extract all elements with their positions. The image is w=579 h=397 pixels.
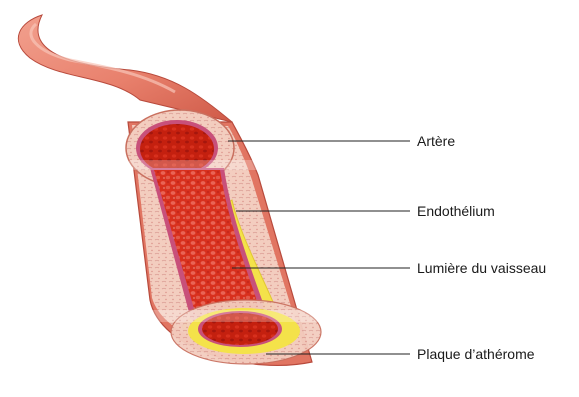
label-plaque-atherome: Plaque d’athérome (417, 346, 535, 362)
artery-tail (18, 15, 232, 122)
cutaway-plane-bottom (150, 310, 326, 322)
label-endothelium: Endothélium (417, 203, 495, 219)
label-artere: Artère (417, 133, 455, 149)
cutaway-plane-top (122, 160, 266, 170)
label-lumiere-du-vaisseau: Lumière du vaisseau (417, 260, 546, 276)
